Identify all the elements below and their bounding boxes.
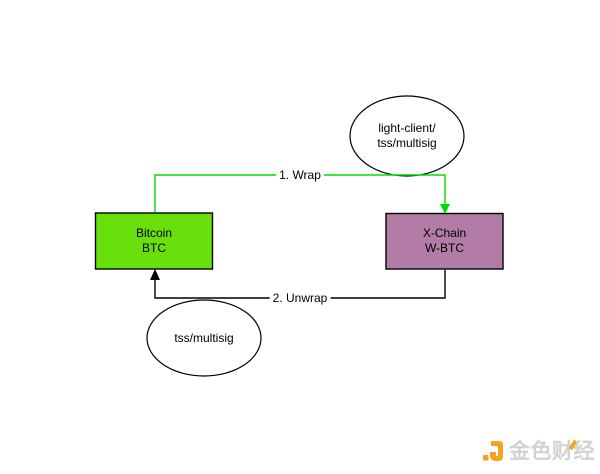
watermark-characters: 金色财经 — [509, 439, 595, 463]
jinse-logo-icon — [483, 441, 503, 461]
bitcoin-node-box — [94, 212, 214, 270]
unwrap-edge-label: 2. Unwrap — [269, 291, 331, 305]
light-client-ellipse — [349, 95, 465, 177]
unwrap-arrowhead-icon — [150, 269, 160, 280]
tss-multisig-ellipse — [146, 299, 262, 377]
jinse-finance-watermark: 金色财经 — [482, 439, 595, 464]
wrap-arrowhead-icon — [440, 204, 450, 214]
xchain-node-box — [385, 212, 504, 270]
wrap-edge-label: 1. Wrap — [276, 168, 324, 182]
watermark-text: 金色财经 — [509, 439, 595, 464]
